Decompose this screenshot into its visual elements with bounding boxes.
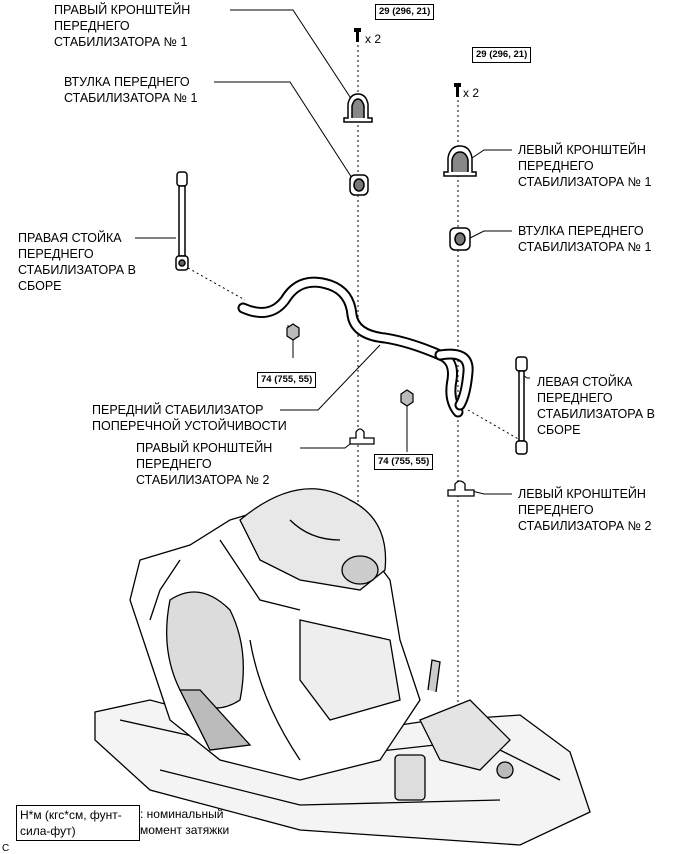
legend-description: : номинальный момент затяжки [140,807,230,837]
left-bracket-1-icon [443,145,477,177]
label-right-bracket-1: ПРАВЫЙ КРОНШТЕЙН ПЕРЕДНЕГО СТАБИЛИЗАТОРА… [54,3,191,49]
legend-unit-box: Н*м (кгс*см, фунт- сила-фут) [16,805,140,841]
label-bushing-right: ВТУЛКА ПЕРЕДНЕГО СТАБИЛИЗАТОРА № 1 [64,75,198,105]
label-front-stabilizer: ПЕРЕДНИЙ СТАБИЛИЗАТОР ПОПЕРЕЧНОЙ УСТОЙЧИ… [92,403,287,433]
right-bracket-1-icon [343,93,373,123]
bushing-right-icon [349,174,369,196]
nut-left-icon [400,389,414,407]
bolt-right-icon [354,28,361,42]
engine-assembly-icon [94,488,591,846]
right-link-icon [175,171,189,271]
qty-bolt-left: x 2 [463,86,480,100]
label-left-bracket-2: ЛЕВЫЙ КРОНШТЕЙН ПЕРЕДНЕГО СТАБИЛИЗАТОРА … [518,487,652,533]
label-left-bracket-1: ЛЕВЫЙ КРОНШТЕЙН ПЕРЕДНЕГО СТАБИЛИЗАТОРА … [518,143,652,189]
right-bracket-2-icon [349,428,375,445]
torque-nut-right: 74 (755, 55) [257,372,317,388]
nut-right-icon [286,323,300,341]
torque-nut-left: 74 (755, 55) [374,454,434,470]
label-bushing-left: ВТУЛКА ПЕРЕДНЕГО СТАБИЛИЗАТОРА № 1 [518,224,652,254]
stabilizer-bar-icon [237,276,474,418]
bushing-left-icon [449,227,471,251]
corner-code: C [2,843,10,854]
left-link-icon [515,356,528,455]
label-right-link: ПРАВАЯ СТОЙКА ПЕРЕДНЕГО СТАБИЛИЗАТОРА В … [18,231,136,293]
torque-bolt-left: 29 (296, 21) [472,47,532,63]
bolt-left-icon [454,83,461,97]
qty-bolt-right: x 2 [365,32,382,46]
torque-bolt-right: 29 (296, 21) [375,4,435,20]
left-bracket-2-icon [447,480,475,497]
label-left-link: ЛЕВАЯ СТОЙКА ПЕРЕДНЕГО СТАБИЛИЗАТОРА В С… [537,375,655,437]
label-right-bracket-2: ПРАВЫЙ КРОНШТЕЙН ПЕРЕДНЕГО СТАБИЛИЗАТОРА… [136,441,273,487]
